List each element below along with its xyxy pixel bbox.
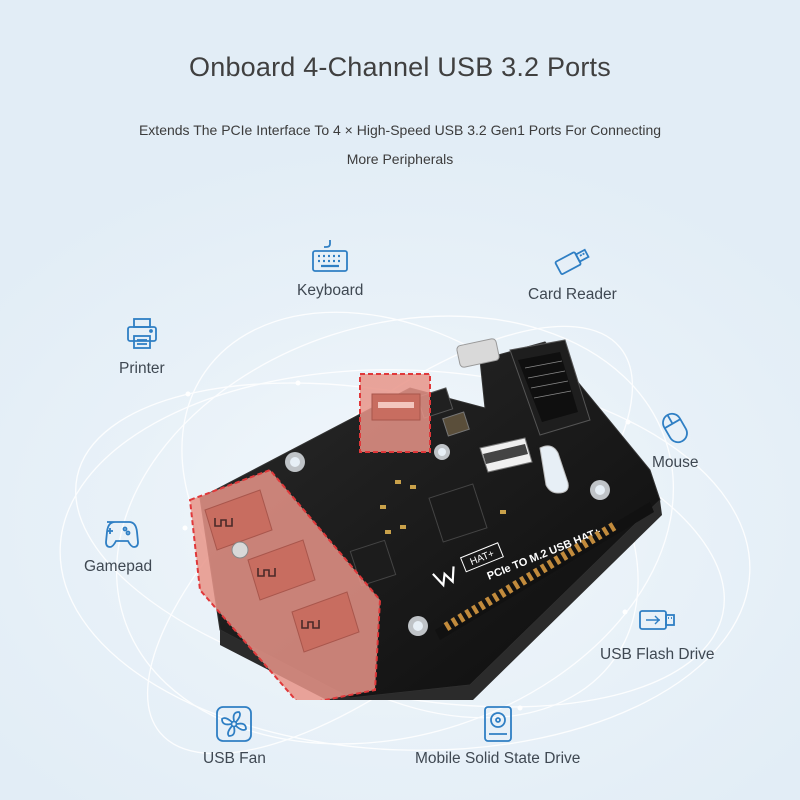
gamepad-label: Gamepad bbox=[84, 558, 153, 575]
mouse-icon bbox=[653, 408, 697, 448]
keyboard-label: Keyboard bbox=[297, 282, 364, 299]
peripheral-gamepad: Gamepad bbox=[84, 512, 152, 576]
page-subtitle: Extends The PCIe Interface To 4 × High-S… bbox=[90, 116, 710, 174]
mouse-label: Mouse bbox=[652, 454, 699, 471]
peripheral-mobile-ssd: Mobile Solid State Drive bbox=[415, 704, 580, 768]
peripheral-usb-fan: USB Fan bbox=[203, 704, 266, 768]
usb-controller-chip bbox=[349, 539, 397, 587]
usb-flash-drive-label: USB Flash Drive bbox=[600, 646, 715, 663]
gpio-header bbox=[435, 502, 654, 640]
fan-icon bbox=[212, 704, 256, 744]
mobile-ssd-label: Mobile Solid State Drive bbox=[415, 750, 581, 767]
page-title: Onboard 4-Channel USB 3.2 Ports bbox=[189, 52, 611, 82]
mounting-holes bbox=[285, 444, 610, 636]
peripheral-keyboard: Keyboard bbox=[297, 236, 363, 300]
gamepad-icon bbox=[96, 512, 140, 552]
peripheral-usb-flash-drive: USB Flash Drive bbox=[600, 600, 715, 664]
usb-fan-label: USB Fan bbox=[203, 750, 266, 767]
m2-slot bbox=[509, 339, 591, 436]
usb-flash-drive-icon bbox=[635, 600, 679, 640]
peripheral-card-reader: Card Reader bbox=[528, 240, 617, 304]
card-reader-label: Card Reader bbox=[528, 286, 617, 303]
usb-port-top bbox=[359, 373, 431, 453]
subtitle-line-1: Extends The PCIe Interface To 4 × High-S… bbox=[138, 122, 662, 138]
pcie-usb-hat-board: HAT+ PCIe TO M.2 USB HAT+ bbox=[188, 338, 662, 700]
printer-label: Printer bbox=[119, 360, 165, 377]
printer-icon bbox=[120, 314, 164, 354]
ssd-icon bbox=[476, 704, 520, 744]
waveshare-logo bbox=[432, 566, 455, 588]
usb-port-group bbox=[188, 468, 382, 700]
peripheral-mouse: Mouse bbox=[652, 408, 699, 472]
pcie-switch-chip bbox=[428, 483, 488, 543]
peripheral-printer: Printer bbox=[119, 314, 165, 378]
keyboard-icon bbox=[308, 236, 352, 276]
card-reader-icon bbox=[550, 240, 594, 280]
subtitle-line-2: More Peripherals bbox=[346, 151, 454, 167]
